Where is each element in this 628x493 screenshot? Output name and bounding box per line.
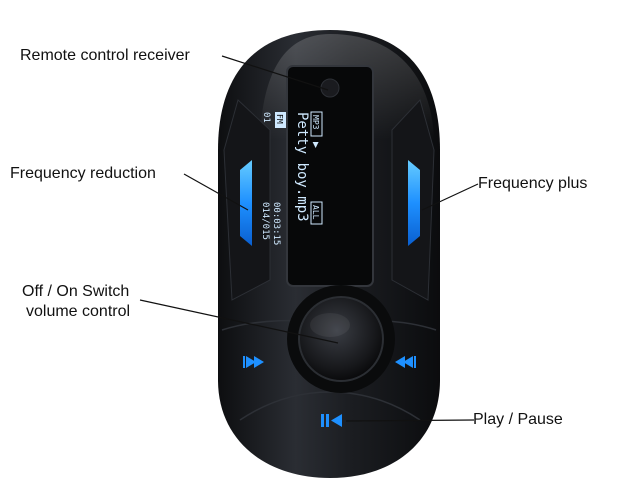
play-pause-icon bbox=[321, 414, 342, 427]
label-switch-line2: volume control bbox=[26, 303, 131, 320]
frequency-up-button bbox=[408, 160, 420, 246]
lcd-content: MP3 ▶ Petty boy.mp3 ALL FM 01 00:03:15 0… bbox=[260, 111, 323, 245]
elapsed-time: 00:03:15 bbox=[271, 202, 281, 245]
label-frequency-plus: Frequency plus bbox=[478, 175, 588, 192]
leader-switch bbox=[139, 299, 339, 344]
leader-remote bbox=[221, 55, 329, 91]
svg-text:▶: ▶ bbox=[310, 142, 321, 148]
track-count: 014/015 bbox=[260, 202, 270, 240]
label-play-pause: Play / Pause bbox=[473, 411, 563, 428]
frequency-down-button bbox=[240, 160, 252, 246]
leader-freq-up bbox=[421, 183, 479, 211]
label-frequency-reduction: Frequency reduction bbox=[10, 165, 156, 182]
label-switch: Off / On Switch volume control bbox=[22, 282, 130, 322]
leader-freq-down bbox=[183, 173, 249, 211]
previous-track-icon bbox=[243, 356, 264, 368]
label-remote-receiver: Remote control receiver bbox=[20, 47, 190, 64]
lcd-screen bbox=[286, 65, 374, 287]
leader-play bbox=[345, 419, 475, 422]
mode-badge: ALL bbox=[311, 205, 320, 220]
next-track-icon bbox=[395, 356, 416, 368]
format-badge: MP3 bbox=[311, 115, 320, 130]
fm-badge: FM bbox=[275, 114, 284, 124]
label-switch-line1: Off / On Switch bbox=[22, 283, 130, 300]
track-name: Petty boy.mp3 bbox=[294, 112, 310, 222]
fm-channel: 01 bbox=[261, 112, 271, 123]
volume-knob bbox=[298, 296, 384, 382]
